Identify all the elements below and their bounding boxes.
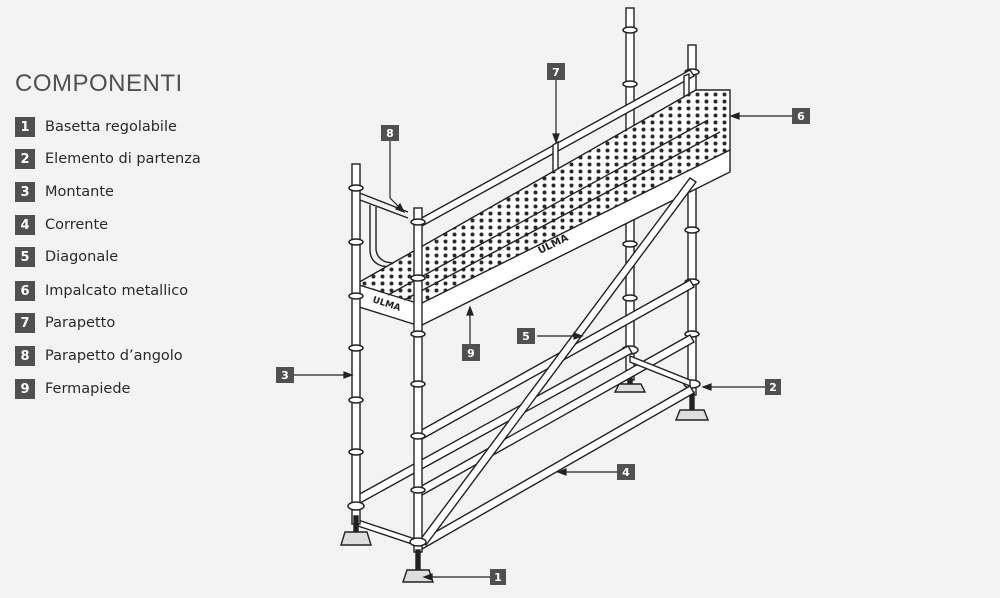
callout-2: 2 (765, 379, 781, 395)
callout-7: 7 (547, 63, 565, 80)
legend-item-4: 4 Corrente (15, 215, 108, 235)
svg-text:6: 6 (797, 110, 805, 123)
ledgers (355, 279, 695, 550)
legend-item-8: 8 Parapetto d’angolo (15, 346, 183, 366)
legend-number-3: 3 (15, 182, 35, 202)
legend-item-5: 5 Diagonale (15, 247, 118, 267)
legend-label-5: Diagonale (45, 249, 119, 265)
legend-label-4: Corrente (45, 217, 109, 233)
legend-label-3: Montante (45, 184, 114, 200)
callout-leaders (294, 80, 792, 581)
legend-title: COMPONENTI (15, 70, 183, 97)
legend-item-2: 2 Elemento di partenza (15, 149, 201, 169)
svg-text:9: 9 (467, 347, 475, 360)
steel-deck: ULMA ULMA (354, 89, 731, 328)
legend-label-9: Fermapiede (45, 381, 131, 397)
legend-item-1: 1 Basetta regolabile (15, 117, 177, 137)
rosettes-front (347, 184, 427, 547)
legend-number-9: 9 (15, 379, 35, 399)
legend-number-2: 2 (15, 149, 35, 169)
standard-front-right (402, 207, 434, 583)
svg-text:8: 8 (386, 127, 394, 140)
legend-label-1: Basetta regolabile (45, 119, 177, 135)
svg-text:7: 7 (552, 66, 560, 79)
callout-1: 1 (490, 569, 506, 585)
standard-front-left (340, 163, 372, 546)
legend-number-5: 5 (15, 247, 35, 267)
svg-text:3: 3 (281, 369, 289, 382)
legend-item-7: 7 Parapetto (15, 313, 115, 333)
callout-3: 3 (276, 367, 294, 383)
callout-8: 8 (381, 125, 399, 141)
callout-4: 4 (617, 464, 635, 480)
svg-text:1: 1 (494, 571, 502, 584)
svg-text:2: 2 (769, 381, 777, 394)
legend-number-1: 1 (15, 117, 35, 137)
legend-label-2: Elemento di partenza (45, 151, 201, 167)
callout-9: 9 (462, 344, 480, 361)
callout-5: 5 (517, 328, 535, 344)
callout-6: 6 (792, 108, 810, 124)
legend-item-6: 6 Impalcato metallico (15, 281, 188, 301)
svg-text:5: 5 (522, 330, 530, 343)
legend-number-4: 4 (15, 215, 35, 235)
legend-item-9: 9 Fermapiede (15, 379, 130, 399)
legend-label-7: Parapetto (45, 315, 116, 331)
svg-text:4: 4 (622, 466, 630, 479)
legend-number-6: 6 (15, 281, 35, 301)
legend-label-6: Impalcato metallico (45, 283, 189, 299)
legend-label-8: Parapetto d’angolo (45, 348, 183, 364)
legend-number-7: 7 (15, 313, 35, 333)
legend-number-8: 8 (15, 346, 35, 366)
legend-item-3: 3 Montante (15, 182, 114, 202)
